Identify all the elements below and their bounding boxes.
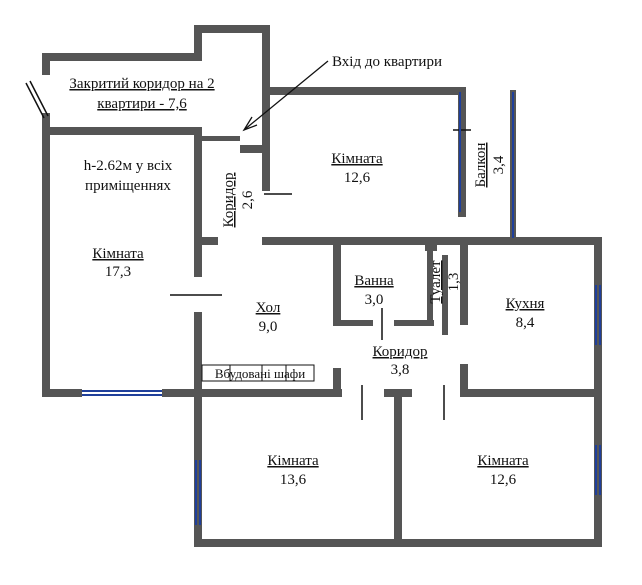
room-top-area: 12,6 (344, 170, 371, 186)
windows (82, 92, 601, 525)
height-note-line1: h-2.62м у всіх (84, 158, 173, 174)
kitchen-label: Кухня (506, 296, 545, 312)
corridor-small-label: Коридор (221, 173, 237, 228)
shared-corridor-label: Закритий коридор на 2 (69, 76, 214, 92)
room-top-label: Кімната (331, 151, 383, 167)
room-br-label: Кімната (477, 453, 529, 469)
closet-strip (201, 364, 315, 382)
balcony-area: 3,4 (491, 155, 507, 174)
balcony-label: Балкон (473, 143, 489, 188)
corridor-mid-label: Коридор (373, 344, 428, 360)
entrance-label: Вхід до квартири (332, 54, 442, 70)
room-bl-label: Кімната (267, 453, 319, 469)
kitchen-area: 8,4 (516, 315, 535, 331)
bath-label: Ванна (354, 273, 394, 289)
toilet-label: Туалет (428, 260, 444, 304)
bath-area: 3,0 (365, 292, 384, 308)
height-note-line2: приміщеннях (85, 178, 171, 194)
walls (42, 25, 602, 547)
labels: Закритий коридор на 2 квартири - 7,6 Вхі… (69, 54, 544, 488)
entrance-arrow (242, 60, 329, 132)
hall-label: Хол (256, 300, 281, 316)
door-marks (25, 80, 471, 420)
room-left-label: Кімната (92, 246, 144, 262)
corridor-mid-area: 3,8 (391, 362, 410, 378)
closets-label: Вбудовані шафи (215, 366, 305, 381)
hall-area: 9,0 (259, 319, 278, 335)
room-left-area: 17,3 (105, 264, 131, 280)
toilet-area: 1,3 (446, 273, 462, 292)
room-bl-area: 13,6 (280, 472, 307, 488)
shared-corridor-area: квартири - 7,6 (97, 96, 187, 112)
corridor-small-area: 2,6 (240, 190, 256, 209)
room-br-area: 12,6 (490, 472, 517, 488)
